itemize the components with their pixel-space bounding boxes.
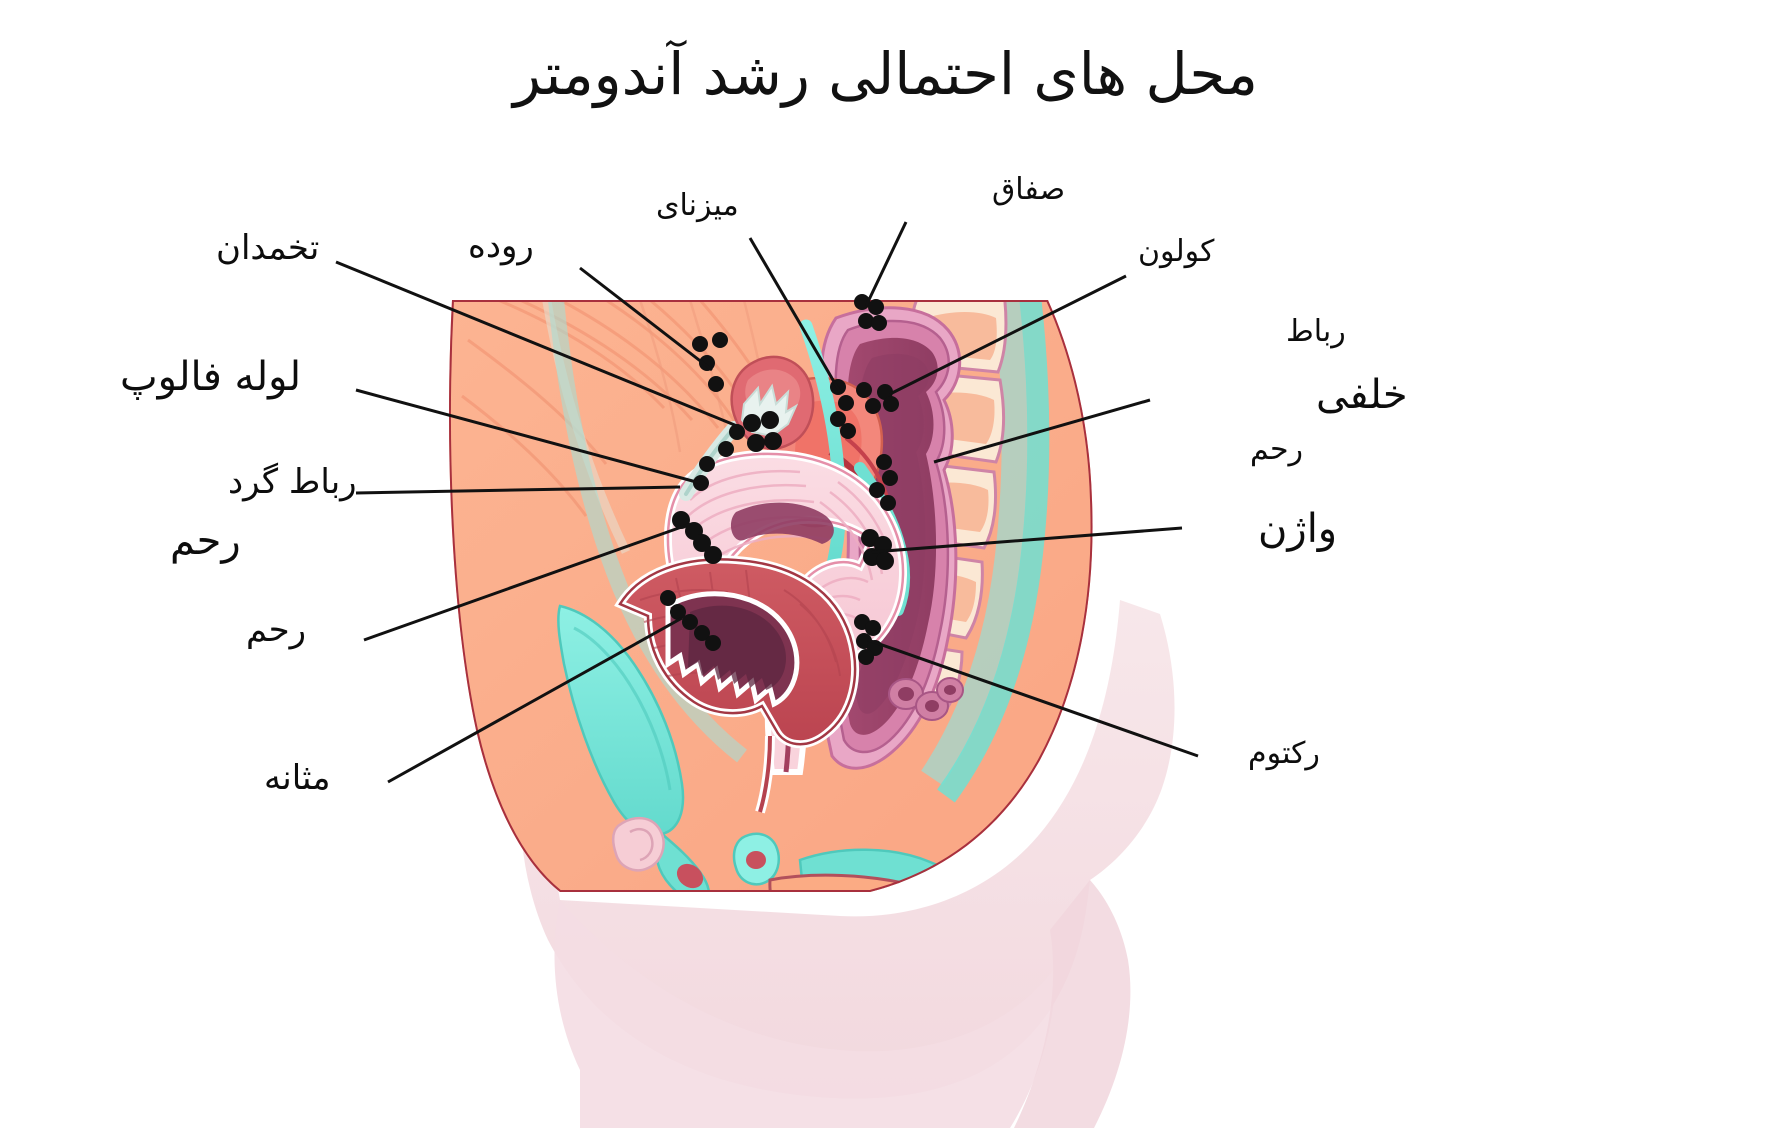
endometrial-cavity: [730, 502, 834, 544]
label-posterior-ligament-line3: رحم: [1250, 432, 1303, 467]
label-posterior-ligament-line2: خلفی: [1316, 372, 1408, 418]
label-bladder: مثانه: [264, 758, 331, 798]
label-ovary: تخمدان: [216, 228, 320, 268]
label-posterior-ligament-line1: رباط: [1286, 314, 1346, 349]
label-vagina: واژن: [1258, 506, 1338, 552]
label-intestine: روده: [468, 226, 534, 266]
label-fallopian-tube: لوله فالوپ: [120, 354, 302, 400]
leader-peritoneum: [864, 221, 908, 307]
body-silhouette: [518, 600, 1175, 1128]
label-ureter: میزنای: [656, 188, 739, 223]
torso-cross-section: [449, 300, 1093, 892]
label-rectum: رکتوم: [1248, 736, 1320, 771]
label-peritoneum: صفاق: [992, 172, 1066, 207]
label-uterus-left: رحم: [170, 518, 241, 564]
label-round-ligament: رباط گرد: [228, 462, 357, 502]
page-title: محل های احتمالی رشد آندومتر: [513, 40, 1258, 108]
label-uterus-left-lower: رحم: [246, 610, 307, 650]
label-colon: کولون: [1138, 234, 1215, 269]
